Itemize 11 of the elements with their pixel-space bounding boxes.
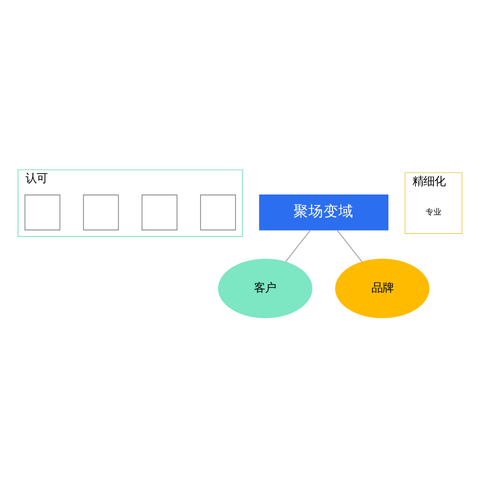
node-ellipse: 客户: [218, 258, 312, 318]
node-ellipse: 品牌: [335, 258, 430, 318]
cluster: 认可: [18, 168, 243, 236]
node-text: 专业: [426, 206, 442, 216]
node-box: 聚场变域: [259, 194, 388, 230]
node-box: [83, 194, 119, 230]
connector: [336, 229, 362, 262]
node-box: [24, 194, 60, 230]
node-box: [142, 194, 178, 230]
node-box: [200, 194, 236, 230]
connector: [285, 229, 311, 262]
